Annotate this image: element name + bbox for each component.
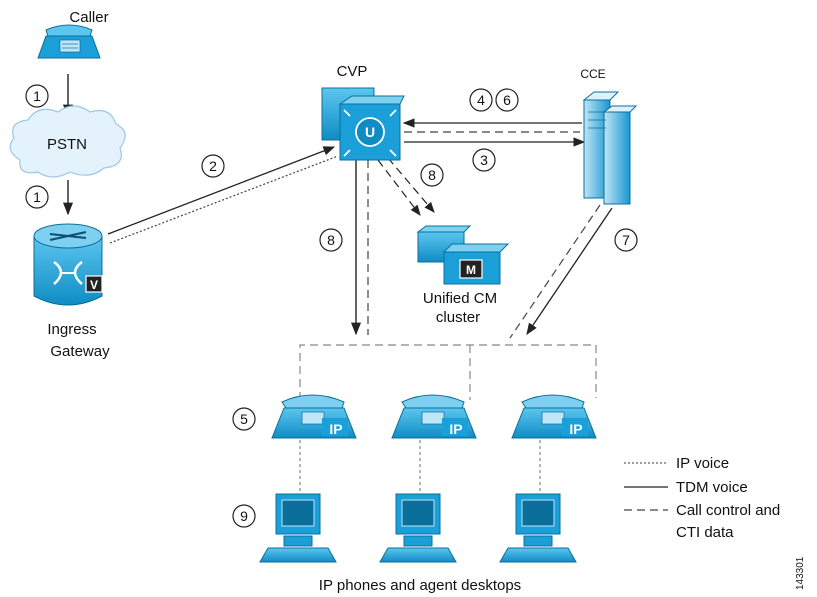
phone-ip-tag-3: IP bbox=[569, 421, 582, 437]
svg-text:3: 3 bbox=[480, 152, 488, 168]
svg-text:6: 6 bbox=[503, 92, 511, 108]
cvp-label: CVP bbox=[337, 63, 368, 80]
step-marker-7: 7 bbox=[614, 228, 638, 252]
caller-phone-icon bbox=[37, 24, 101, 59]
cvp-server-icon: U bbox=[321, 87, 405, 161]
ip-phone-icon: IP bbox=[511, 394, 597, 439]
desktop-computer-icon bbox=[259, 493, 337, 563]
step-marker-8b: 8 bbox=[319, 228, 343, 252]
cce-label: CCE bbox=[580, 67, 605, 81]
cvp-to-cm-dashed-b bbox=[387, 157, 435, 213]
desktop-computer-icon bbox=[379, 493, 457, 563]
ingress-gateway-icon: V bbox=[33, 223, 103, 306]
step-marker-4: 4 bbox=[469, 88, 493, 112]
step-marker-9: 9 bbox=[232, 504, 256, 528]
caller-label: Caller bbox=[69, 9, 108, 26]
step-marker-6: 6 bbox=[495, 88, 519, 112]
cm-m-tag: M bbox=[466, 263, 476, 277]
phone-ip-tag-1: IP bbox=[329, 421, 342, 437]
ingress-gateway-label-1: Ingress bbox=[47, 321, 96, 338]
cce-to-phones-dashed bbox=[509, 204, 601, 339]
svg-text:2: 2 bbox=[209, 158, 217, 174]
step-marker-5: 5 bbox=[232, 407, 256, 431]
svg-text:9: 9 bbox=[240, 508, 248, 524]
step-marker-3: 3 bbox=[472, 148, 496, 172]
pstn-label: PSTN bbox=[47, 136, 87, 153]
step-marker-1b: 1 bbox=[25, 185, 49, 209]
legend-tdm-voice-label: TDM voice bbox=[676, 479, 748, 496]
svg-text:4: 4 bbox=[477, 92, 485, 108]
phone-bus-line bbox=[299, 344, 597, 400]
cvp-u-tag: U bbox=[365, 124, 375, 140]
footer-caption: IP phones and agent desktops bbox=[319, 577, 521, 594]
svg-text:7: 7 bbox=[622, 232, 630, 248]
svg-text:8: 8 bbox=[327, 232, 335, 248]
svg-text:5: 5 bbox=[240, 411, 248, 427]
svg-text:8: 8 bbox=[428, 167, 436, 183]
legend-ip-voice-label: IP voice bbox=[676, 455, 729, 472]
cvp-to-cm-dashed-a bbox=[377, 159, 421, 216]
pstn-cloud bbox=[9, 105, 126, 178]
svg-text:1: 1 bbox=[33, 88, 41, 104]
legend-call-control-label-1: Call control and bbox=[676, 502, 780, 519]
ip-phone-icon: IP bbox=[271, 394, 357, 439]
gateway-to-cvp-dotted-line bbox=[109, 155, 339, 244]
unified-cm-label-1: Unified CM bbox=[423, 290, 497, 307]
unified-cm-cluster-icon: M bbox=[416, 225, 510, 285]
svg-text:1: 1 bbox=[33, 189, 41, 205]
cce-server-icon bbox=[582, 91, 638, 205]
cce-to-phones-arrow bbox=[526, 207, 613, 335]
step-marker-1a: 1 bbox=[25, 84, 49, 108]
gateway-v-tag: V bbox=[90, 278, 98, 292]
desktop-computer-icon bbox=[499, 493, 577, 563]
ingress-gateway-label-2: Gateway bbox=[50, 343, 110, 360]
legend: IP voice TDM voice Call control and CTI … bbox=[624, 455, 780, 541]
ip-phone-icon: IP bbox=[391, 394, 477, 439]
step-marker-8a: 8 bbox=[420, 163, 444, 187]
gateway-to-cvp-solid-arrow bbox=[107, 146, 336, 235]
figure-id: 143301 bbox=[795, 556, 806, 590]
step-marker-2: 2 bbox=[201, 154, 225, 178]
unified-cm-label-2: cluster bbox=[436, 309, 480, 326]
legend-call-control-label-2: CTI data bbox=[676, 524, 734, 541]
phone-ip-tag-2: IP bbox=[449, 421, 462, 437]
